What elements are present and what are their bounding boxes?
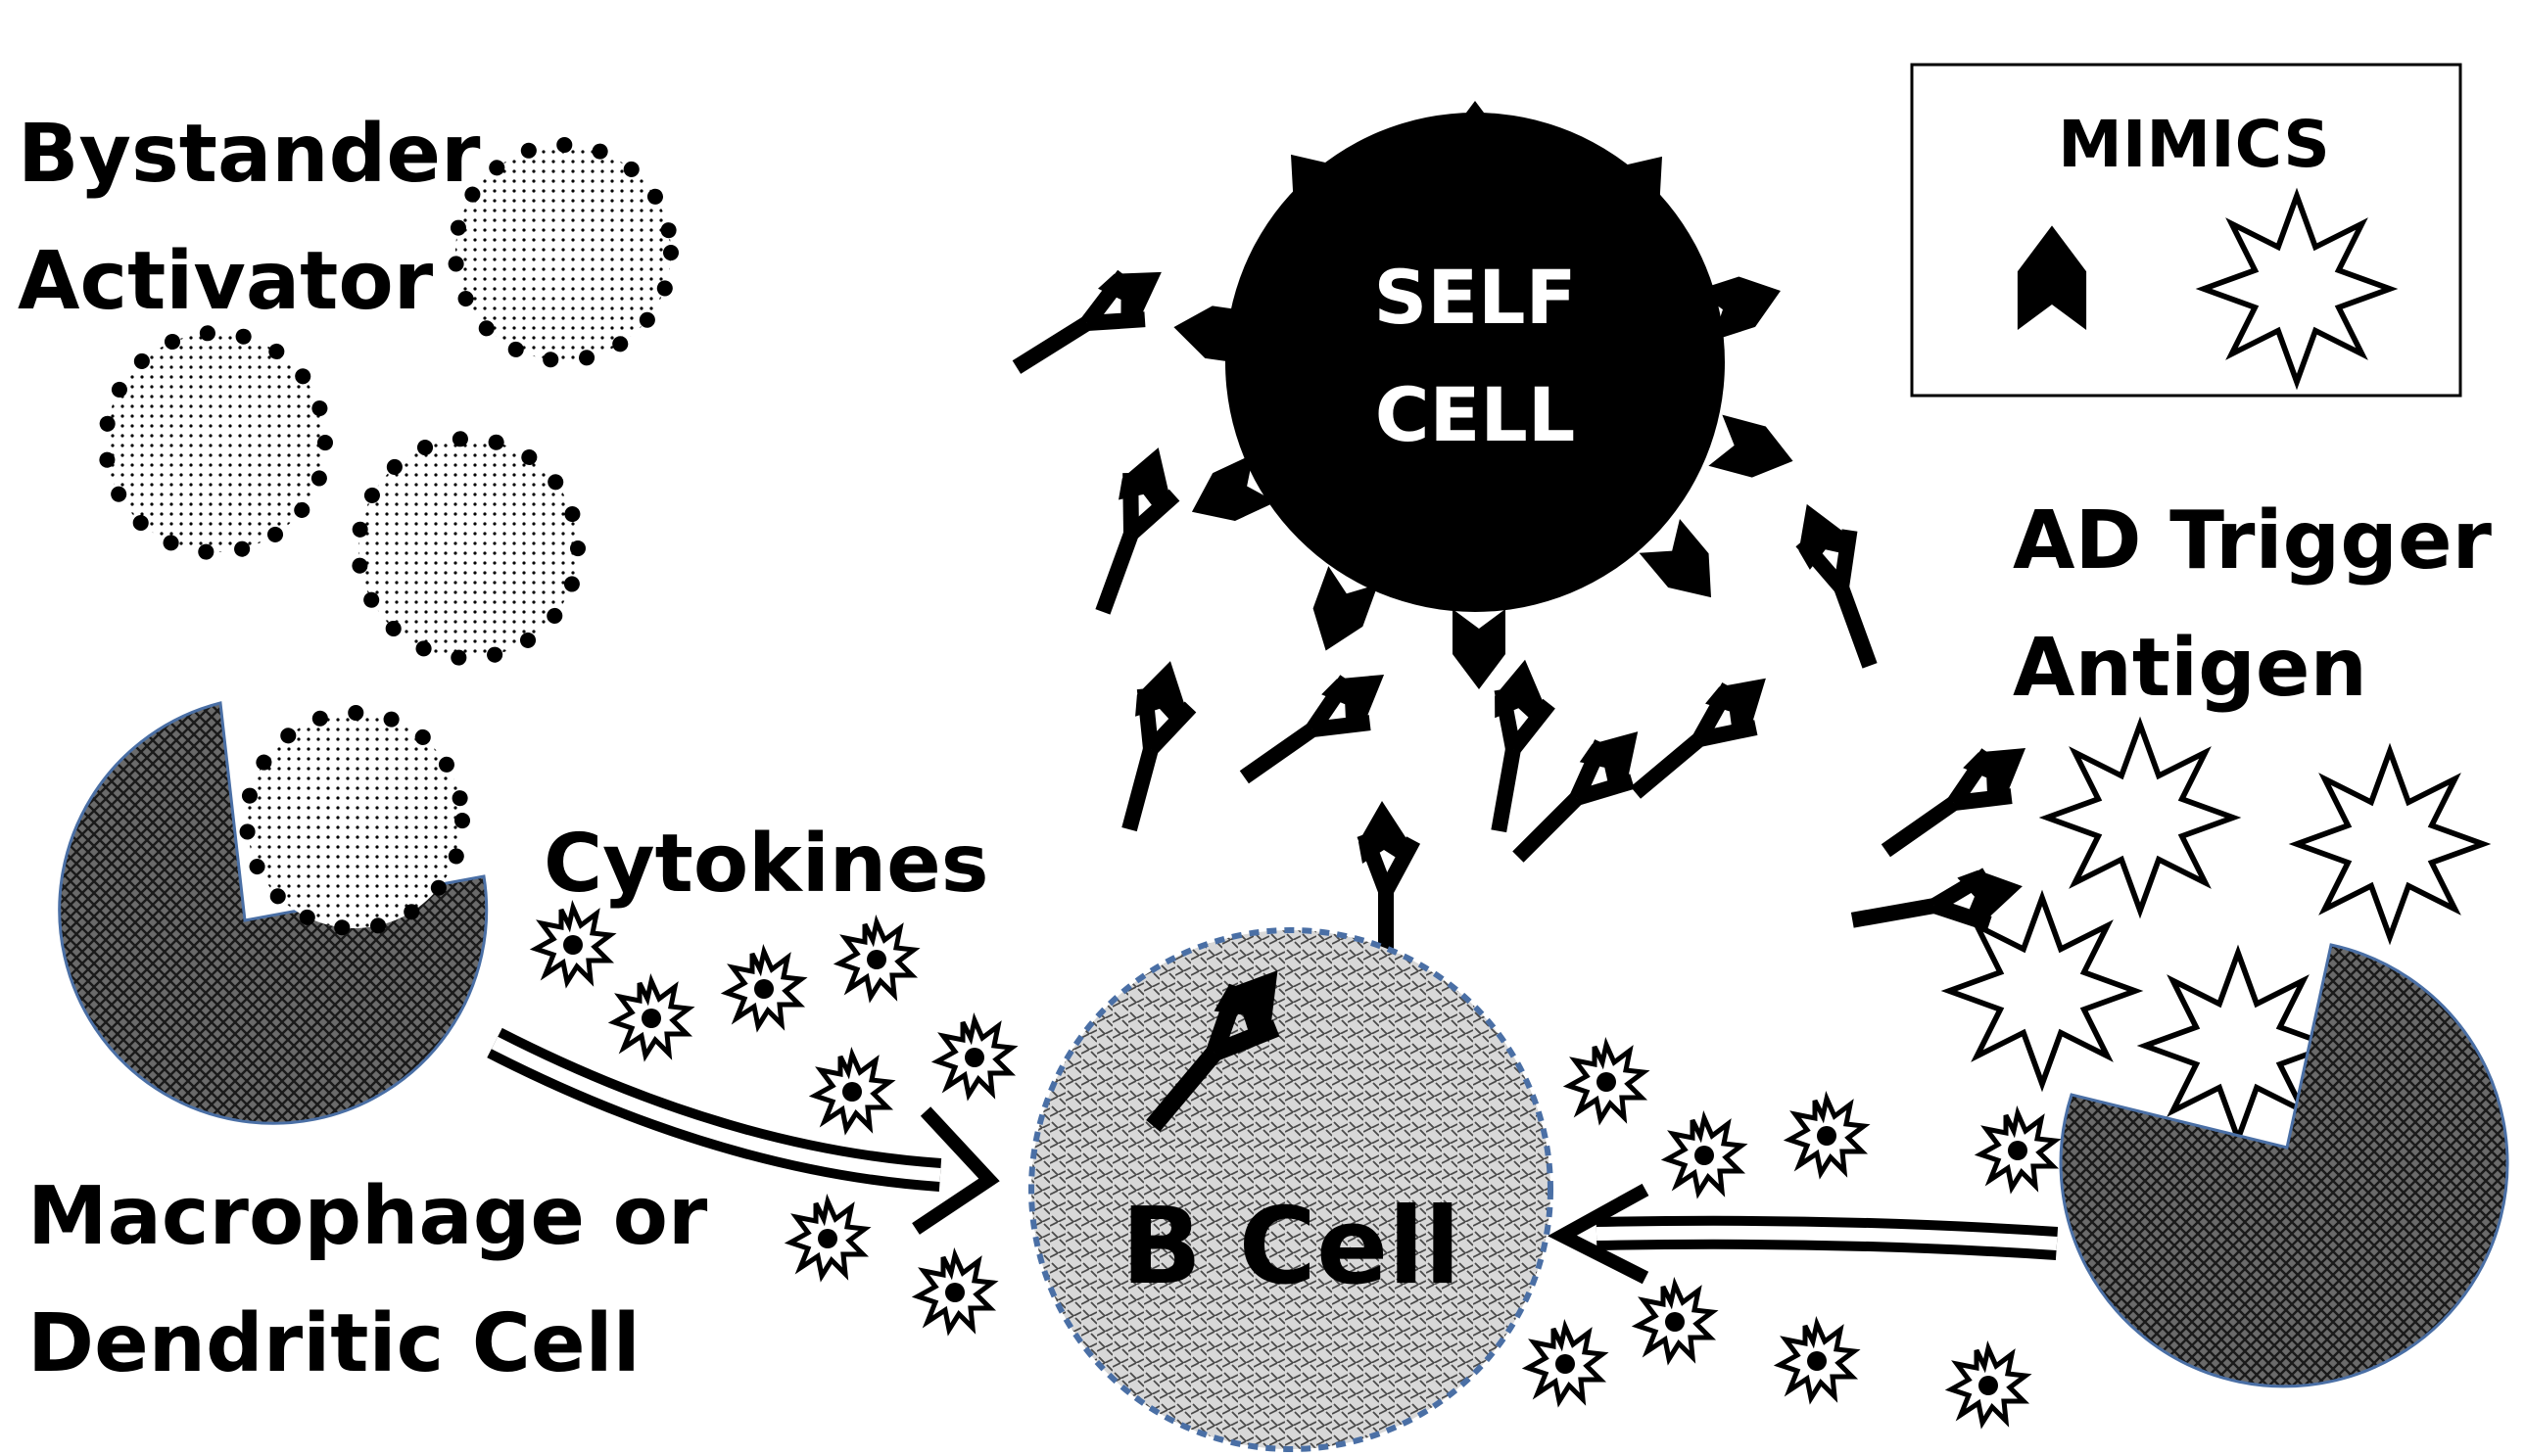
b-cell: B Cell — [1028, 927, 1553, 1452]
antibody — [1785, 493, 1895, 675]
cytokine — [937, 1020, 1012, 1095]
cytokine — [1980, 1113, 2055, 1188]
bystander-cell — [351, 431, 586, 666]
cytokine — [727, 952, 801, 1026]
antibody — [1103, 655, 1201, 836]
legend-frame — [1910, 63, 2462, 398]
cytokine — [1638, 1285, 1712, 1359]
antigen-star — [2297, 751, 2483, 937]
bystander-activator-cells — [98, 137, 679, 666]
macrophage-body — [2059, 943, 2509, 1388]
antibody — [1618, 660, 1787, 814]
engulfed-bystander-cell — [239, 705, 470, 936]
cytokine — [1780, 1324, 1854, 1398]
macrophage-right — [2059, 943, 2509, 1388]
legend-title: MIMICS — [2058, 107, 2330, 182]
cytokine — [790, 1201, 865, 1276]
self-cell-label-2: CELL — [1375, 371, 1576, 458]
antigen-label: Antigen — [2013, 622, 2367, 715]
activator-label: Activator — [18, 235, 434, 328]
macrophage-label: Macrophage or — [27, 1170, 708, 1263]
mimics-legend: MIMICS — [1910, 63, 2462, 398]
bystander-cell — [448, 137, 679, 368]
bystander-label: Bystander — [18, 108, 481, 201]
bystander-cell — [98, 325, 333, 560]
dendritic-label: Dendritic Cell — [27, 1297, 641, 1390]
antibody — [1870, 728, 2043, 872]
antibody — [1228, 655, 1402, 799]
self-cell: SELF CELL — [1169, 101, 1800, 689]
cytokine — [918, 1255, 992, 1330]
antigen-star — [2047, 725, 2233, 911]
antibody — [1077, 440, 1188, 621]
self-cell-body — [1225, 113, 1725, 612]
signal-arrow-right — [1548, 1183, 2059, 1285]
cytokine — [839, 922, 914, 997]
cytokine — [1528, 1327, 1602, 1401]
cytokine — [1569, 1045, 1644, 1119]
eight-point-star-icon — [2204, 196, 2390, 382]
macrophage-body — [58, 701, 489, 1125]
cytokine — [1951, 1348, 2025, 1423]
signal-arrow-left — [487, 1027, 1000, 1235]
cytokine — [815, 1055, 889, 1129]
antibody — [1847, 863, 2027, 947]
macrophage-left — [58, 701, 489, 1125]
antibody — [1472, 656, 1556, 836]
cytokines-label: Cytokines — [544, 818, 989, 911]
antibody — [1002, 253, 1178, 391]
self-cell-label: SELF — [1374, 254, 1577, 341]
antigen-star — [1949, 898, 2135, 1084]
b-cell-label: B Cell — [1121, 1186, 1460, 1308]
b-cell-body — [1028, 927, 1553, 1452]
cytokine — [536, 908, 610, 982]
cytokine — [1789, 1099, 1864, 1173]
ad-trigger-label: AD Trigger — [2013, 494, 2493, 587]
cytokine — [614, 981, 689, 1056]
cytokine — [1667, 1118, 1741, 1193]
